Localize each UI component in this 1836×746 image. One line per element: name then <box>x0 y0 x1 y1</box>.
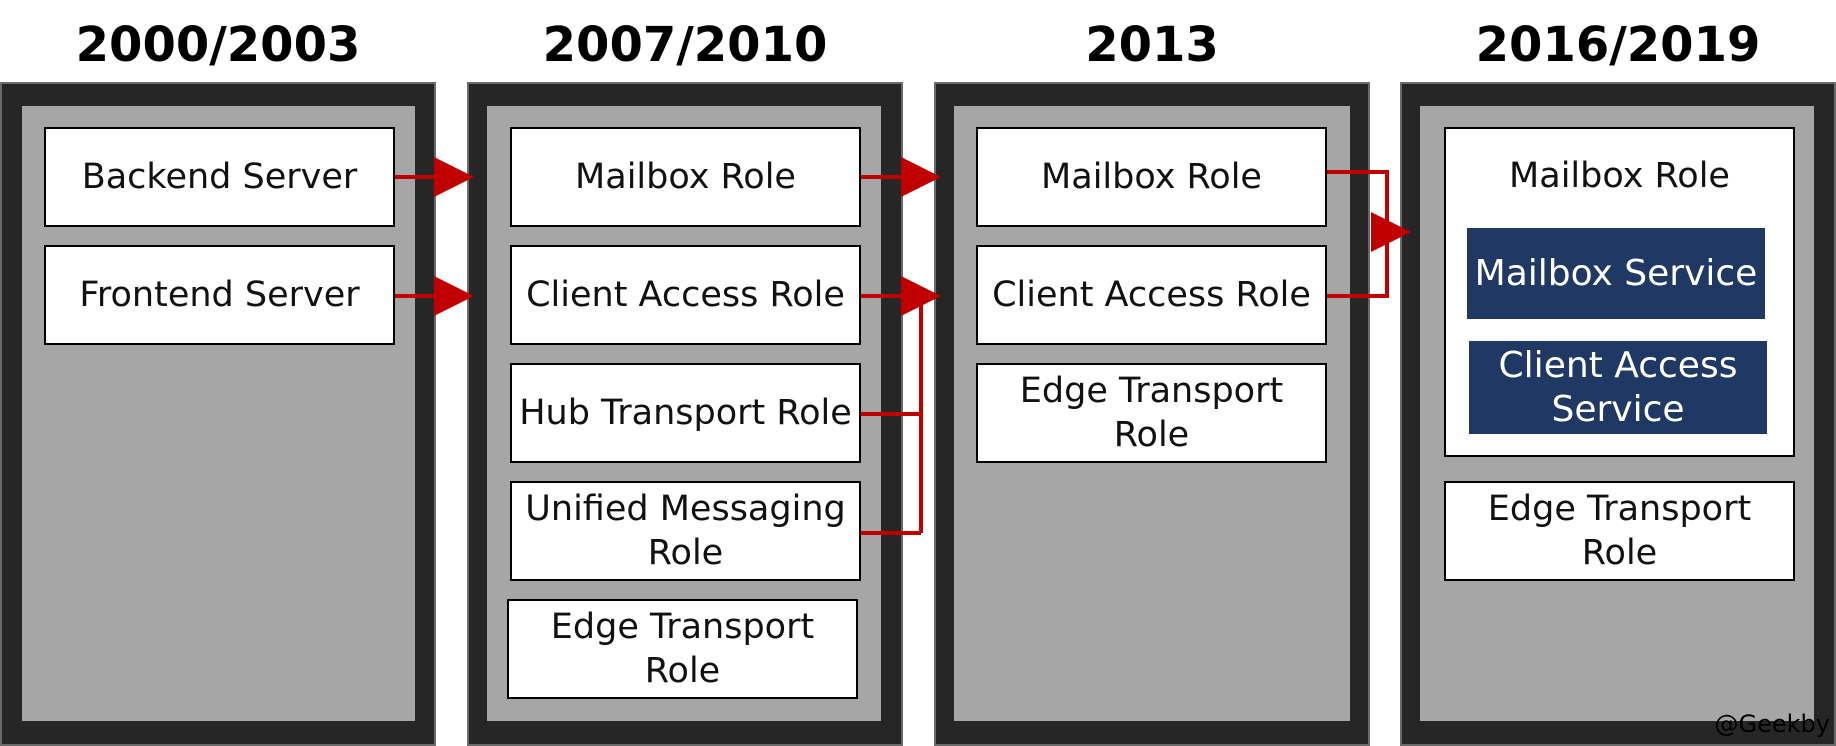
edge-transport-role-box-2013: Edge Transport Role <box>976 363 1327 463</box>
edge-transport-role-box-2016: Edge Transport Role <box>1444 481 1795 581</box>
column-title-2016-2019: 2016/2019 <box>1475 17 1761 73</box>
column-title-2000-2003: 2000/2003 <box>75 17 361 73</box>
edge-transport-role-box-2007: Edge Transport Role <box>507 599 858 699</box>
column-title-2007-2010: 2007/2010 <box>542 17 828 73</box>
backend-server-box: Backend Server <box>44 127 395 227</box>
client-access-role-box-2013: Client Access Role <box>976 245 1327 345</box>
mailbox-service-box: Mailbox Service <box>1467 228 1765 319</box>
mailbox-role-box-2007: Mailbox Role <box>510 127 861 227</box>
mailbox-role-box-2013: Mailbox Role <box>976 127 1327 227</box>
unified-messaging-role-box-2007: Unified Messaging Role <box>510 481 861 581</box>
hub-transport-role-box-2007: Hub Transport Role <box>510 363 861 463</box>
client-access-service-box: Client Access Service <box>1469 341 1767 434</box>
client-access-role-box-2007: Client Access Role <box>510 245 861 345</box>
frontend-server-box: Frontend Server <box>44 245 395 345</box>
watermark: @Geekby <box>1714 710 1830 738</box>
column-title-2013: 2013 <box>1085 17 1219 73</box>
mailbox-role-label-2016: Mailbox Role <box>1509 156 1730 196</box>
